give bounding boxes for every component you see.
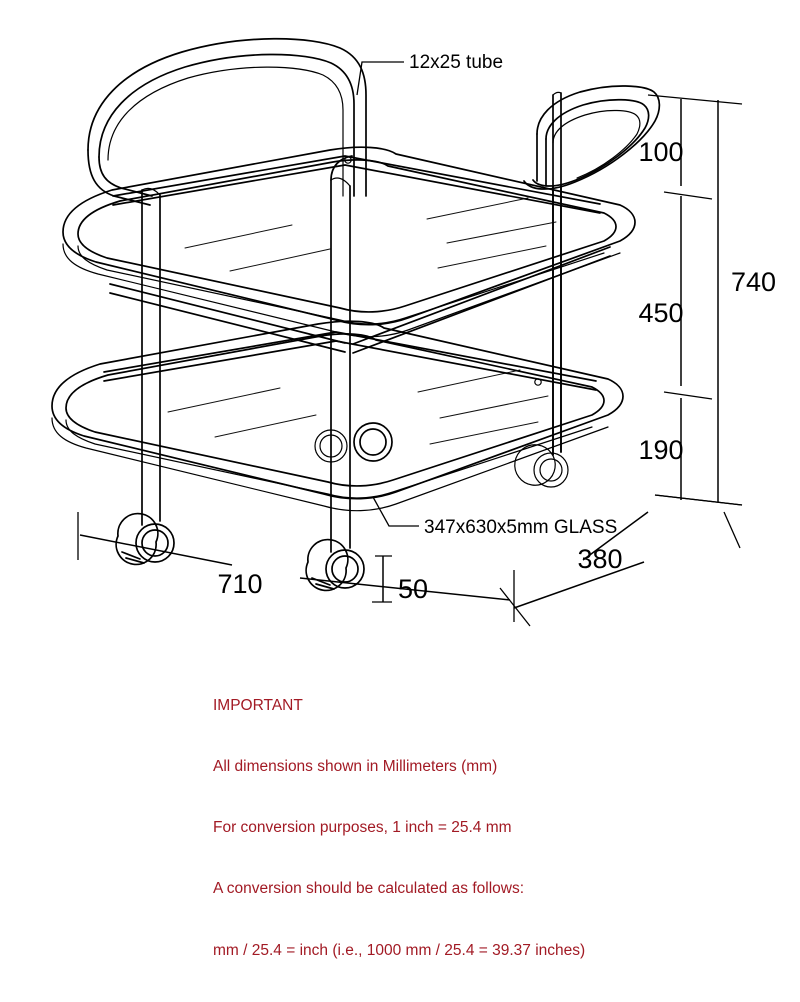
center-front-upright — [330, 155, 353, 553]
handle-loop-left — [87, 37, 367, 206]
glass-highlights-bottom — [167, 369, 549, 445]
dimension-450: 450 — [638, 298, 683, 328]
front-left-upright — [141, 187, 161, 526]
note-line-4: A conversion should be calculated as fol… — [213, 880, 525, 898]
callout-tube-label: 12x25 tube — [409, 52, 503, 73]
glass-shelf-bottom — [128, 360, 600, 484]
caster-front-left — [115, 512, 175, 566]
bottom-shelf-frame — [51, 320, 624, 512]
fastener-detail-bottom — [534, 378, 542, 386]
bottom-shelf-upper-rail — [103, 331, 597, 391]
important-notes-block: IMPORTANT All dimensions shown in Millim… — [213, 655, 733, 1002]
dimension-width-line — [77, 512, 515, 622]
dimension-100: 100 — [638, 137, 683, 167]
dimension-740: 740 — [731, 267, 776, 297]
technical-drawing-canvas: 100 450 190 740 710 50 380 — [51, 37, 776, 627]
dimension-190: 190 — [638, 435, 683, 465]
callout-tube: 12x25 tube — [356, 52, 503, 96]
glass-shelf-top — [152, 186, 612, 310]
handle-loop-right — [523, 85, 661, 190]
note-line-1: IMPORTANT — [213, 696, 303, 714]
dimension-depth-line — [499, 494, 743, 627]
dimension-50: 50 — [398, 574, 428, 604]
dimension-380: 380 — [577, 544, 622, 574]
dimension-710: 710 — [217, 569, 262, 599]
note-line-2: All dimensions shown in Millimeters (mm) — [213, 758, 498, 776]
glass-highlights-top — [184, 197, 557, 272]
caster-front-center — [305, 538, 365, 592]
drawing-sheet: 100 450 190 740 710 50 380 — [51, 37, 777, 959]
note-line-3: For conversion purposes, 1 inch = 25.4 m… — [213, 819, 512, 837]
callout-glass: 347x630x5mm GLASS — [372, 496, 617, 538]
callout-glass-label: 347x630x5mm GLASS — [424, 517, 617, 538]
rear-right-leg-lower — [552, 185, 562, 456]
dimension-caster-line — [372, 555, 392, 603]
note-line-5: mm / 25.4 = inch (i.e., 1000 mm / 25.4 =… — [213, 941, 586, 959]
caster-rear-right — [514, 444, 569, 488]
